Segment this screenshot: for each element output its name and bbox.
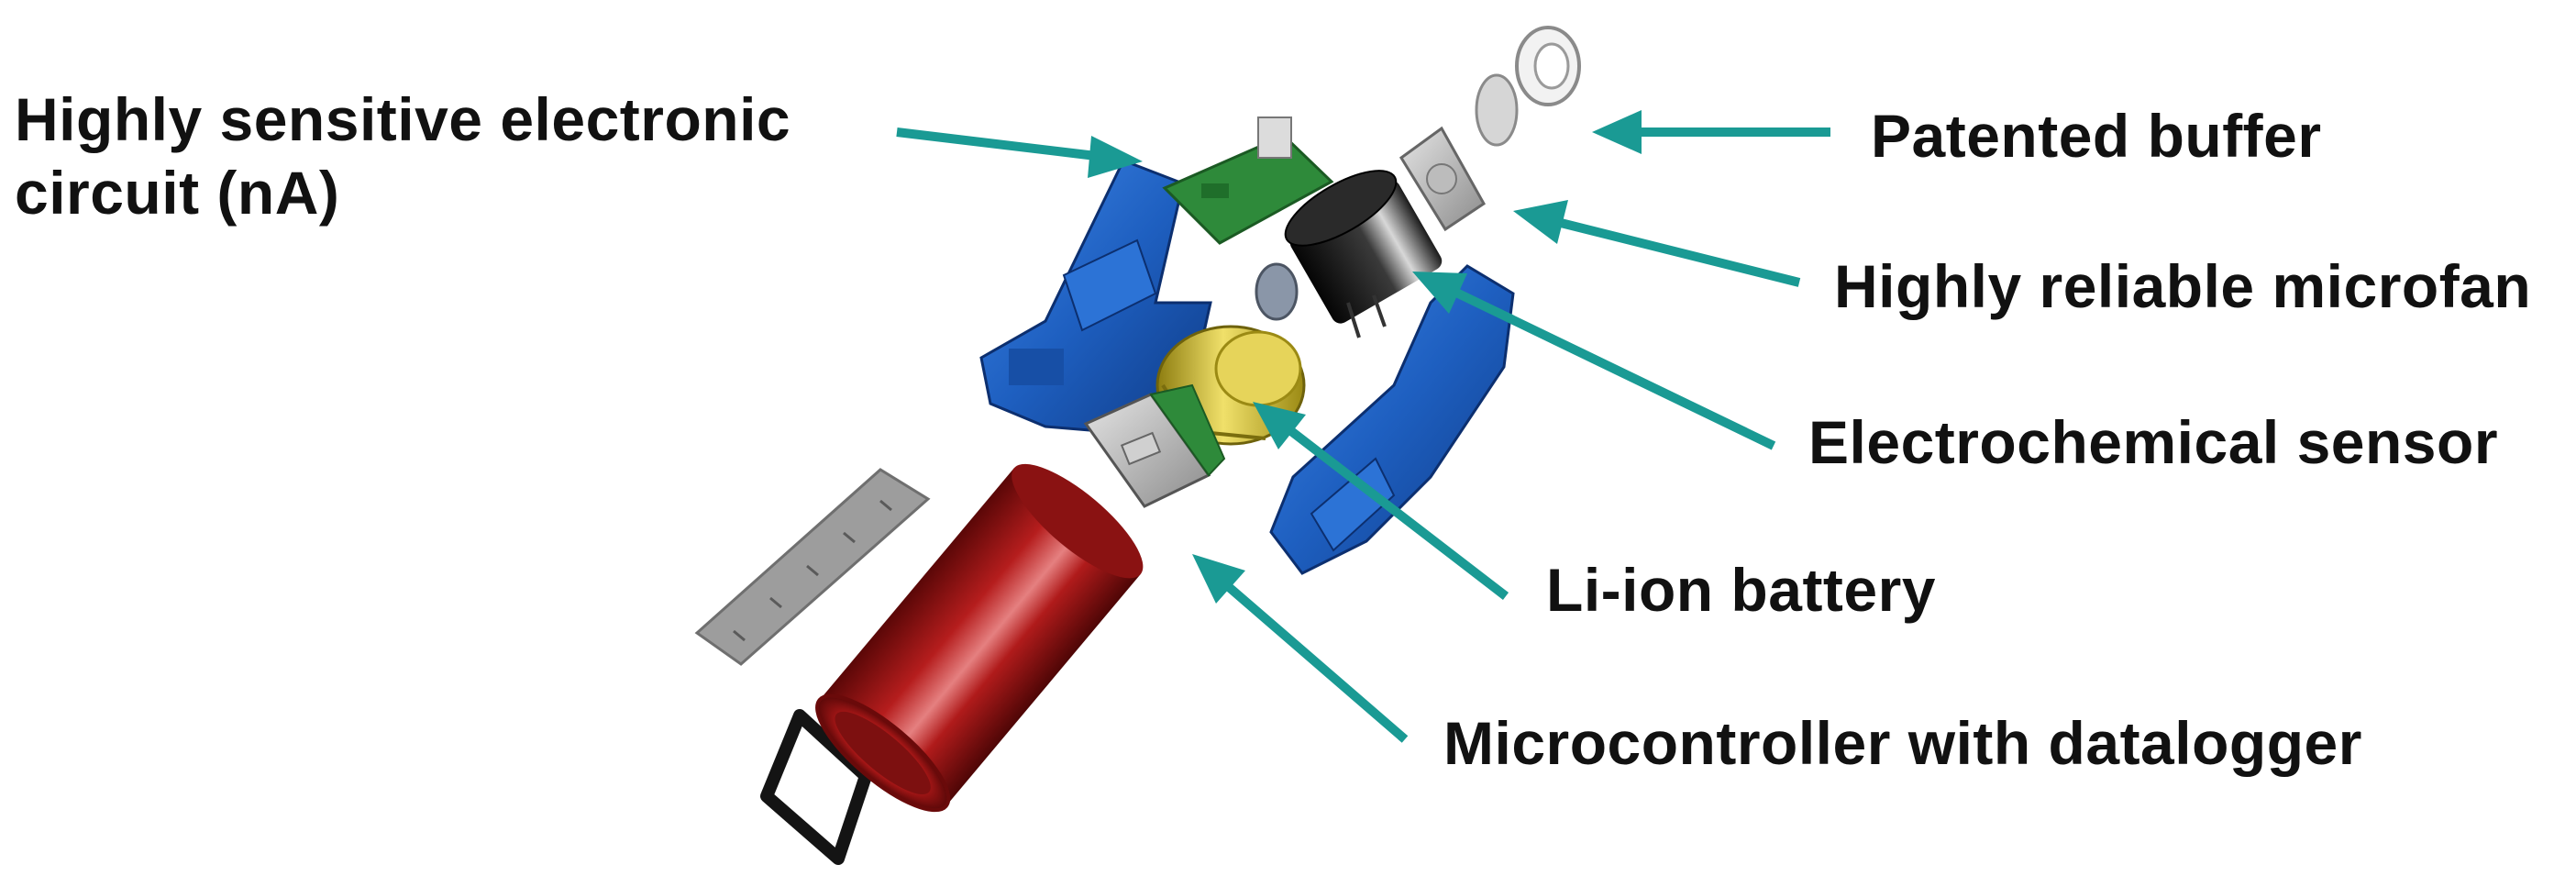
blue-housing-right (1269, 264, 1515, 575)
blue-housing-left (979, 159, 1212, 433)
label-circuit-line1: Highly sensitive electronic (15, 85, 791, 153)
microfan-part (1284, 170, 1443, 338)
red-tube-housing (815, 463, 1144, 813)
small-disc (1255, 262, 1299, 321)
arrow-microcontroller (1192, 554, 1409, 743)
label-microcontroller: Microcontroller with datalogger (1443, 709, 2362, 777)
arrow-microfan (1513, 200, 1801, 287)
label-circuit: Highly sensitive electronic circuit (nA) (15, 83, 790, 229)
label-microfan: Highly reliable microfan (1834, 252, 2532, 320)
arrow-sensor (1412, 272, 1776, 450)
label-battery: Li-ion battery (1546, 556, 1937, 624)
arrow-buffer (1592, 110, 1830, 154)
circuit-board (1162, 116, 1334, 245)
arrow-battery (1253, 402, 1509, 600)
label-buffer: Patented buffer (1871, 102, 2322, 170)
fan-plate (1399, 126, 1486, 232)
label-circuit-line2: circuit (nA) (15, 159, 340, 227)
label-sensor: Electrochemical sensor (1808, 408, 2499, 476)
microcontroller-module (1083, 383, 1226, 508)
ruler-strip (694, 468, 931, 666)
buffer-part (1475, 26, 1581, 147)
callout-arrows (896, 110, 1830, 743)
arrow-circuit (896, 128, 1143, 178)
